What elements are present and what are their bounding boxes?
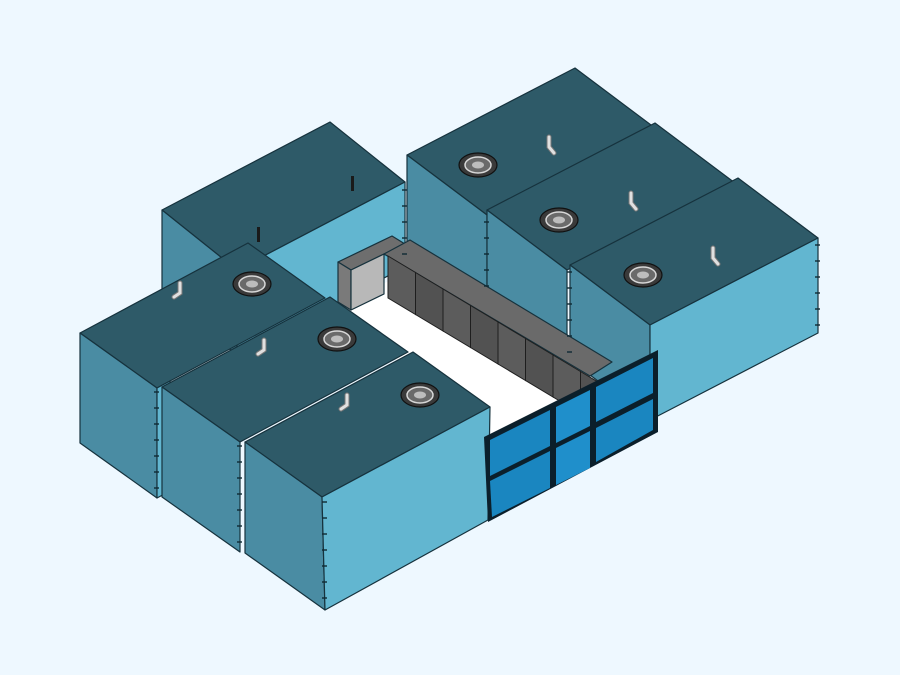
tank-front-left-2: [161, 296, 409, 553]
block-top-row: [383, 239, 613, 377]
manhole-hatch-icon: [472, 161, 484, 169]
glass-pane: [556, 390, 590, 443]
manhole-hatch-icon: [414, 391, 426, 399]
vent-post-icon: [257, 227, 260, 242]
vent-pipe-icon: [629, 191, 638, 211]
block-left-face: [337, 261, 352, 311]
block-light-face: [350, 253, 385, 311]
manhole-hatch-icon: [637, 271, 649, 279]
channel-floor: [338, 280, 605, 440]
glass-pane: [596, 358, 653, 422]
tank-front-left-3: [244, 351, 491, 611]
glass-pane: [490, 410, 550, 476]
tank-back-right-1: [406, 67, 656, 306]
glass-pane: [596, 399, 653, 462]
glass-pane: [490, 451, 550, 517]
tank-side-face: [161, 386, 241, 553]
vent-pipe-icon: [547, 135, 556, 155]
manhole-hatch-icon: [246, 280, 258, 288]
vent-pipe-icon: [339, 393, 349, 411]
concrete-block-channel: [337, 235, 613, 440]
glass-panel-wall: [484, 350, 658, 522]
vent-pipe-icon: [172, 281, 182, 299]
vent-pipe-icon: [711, 246, 720, 266]
manhole-hatch-icon: [331, 335, 343, 343]
manhole-hatch-icon: [553, 216, 565, 224]
vent-post-icon: [351, 176, 354, 191]
vent-pipe-icon: [256, 338, 266, 356]
tank-seam-ticks: [154, 189, 820, 599]
glass-pane: [556, 431, 590, 485]
